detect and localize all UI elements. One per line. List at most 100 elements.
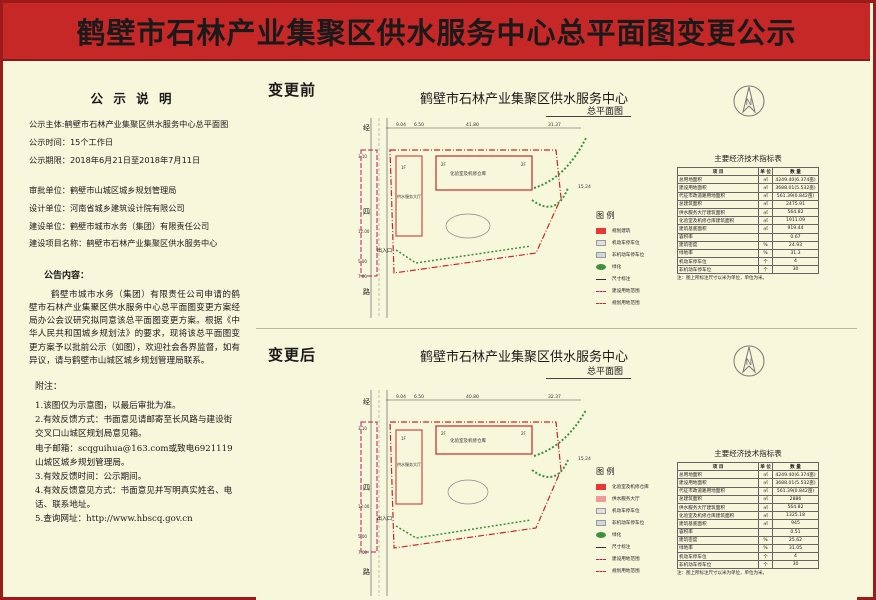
legend-label: 规划用地范围 [612, 301, 640, 306]
table-cell: 1325.18 [772, 511, 819, 521]
notice-period: 公示期限：2018年6月21日至2018年7月11日 [29, 154, 201, 165]
table-cell: 供水服务大厅建筑面积 [676, 207, 760, 218]
table-cell: 项 目 [676, 461, 760, 472]
building-name: 化验室及机修仓库 [450, 437, 486, 444]
table-cell: 数 量 [772, 461, 819, 472]
table-cell: ㎡ [758, 494, 773, 504]
plan-subtitle: 总平面图 [587, 367, 624, 377]
legend-swatch [596, 252, 606, 258]
plan-legend: 图 例 化验室及机修仓库 供水服务大厅 机动车停车位 非机动车停车位 绿化 尺寸… [596, 466, 649, 577]
legend-swatch [596, 264, 606, 270]
notice-construction-unit: 建设单位：鹤壁市城市水务（集团）有限责任公司 [29, 220, 210, 231]
footnote-item: 电子邮箱：scqguihua@163.com或致电6921119山城区城乡规划管… [35, 443, 233, 468]
legend-item: 规划用地范围 [596, 565, 649, 577]
lab-warehouse-building [435, 155, 533, 191]
road-label: 四 [363, 484, 370, 492]
table-cell: 564.82 [772, 502, 819, 513]
legend-swatch [596, 302, 606, 304]
table-cell: 919.44 [772, 224, 819, 234]
plan-label: 变更后 [268, 346, 317, 364]
legend-item: 绿化 [596, 261, 644, 273]
table-cell: 25.62 [772, 535, 819, 545]
planning-boundary [389, 421, 562, 549]
table-cell: 1911.09 [772, 216, 819, 226]
table-cell: 供水服务大厅建筑面积 [676, 502, 760, 513]
legend-item: 尺寸标注 [596, 541, 649, 553]
table-row: 绿地率%31.05 [676, 543, 819, 554]
table-cell: 3688.01(5.532亩) [772, 478, 819, 488]
road-land-boundary [360, 421, 378, 553]
dimension-label: 6.50 [414, 394, 424, 400]
plan-panel-after: 变更后 鹤壁市石林产业集聚区供水服务中心 总平面图 N 1F 2F 2F 化验室… [256, 338, 857, 600]
table-cell: 30 [772, 265, 819, 275]
table-cell: 建筑密度 [676, 535, 760, 545]
legend-swatch [596, 570, 606, 572]
table-cell: 31.3 [772, 248, 819, 259]
legend-item: 非机动车停车位 [596, 249, 644, 261]
table-cell: ㎡ [758, 478, 773, 488]
table-cell: 24.93 [772, 240, 819, 250]
plan-panel-before: 变更前 鹤壁市石林产业集聚区供水服务中心 总平面图 N 1F 2F 2F 化验室… [256, 76, 857, 323]
plan-subtitle: 总平面图 [587, 107, 624, 117]
svg-text:N: N [746, 358, 753, 368]
table-cell: 代征市政道路用地面积 [676, 486, 760, 496]
footnote-item: 2.有效反馈方式：书面意见请邮寄至长风路与建设街交叉口山城区规划局意见箱。 [35, 415, 233, 440]
legend-swatch [596, 290, 606, 292]
table-cell: 总用地面积 [676, 470, 760, 480]
building-name: 供水服务大厅 [397, 461, 421, 467]
floor-label: 1F [401, 436, 407, 441]
legend-label: 绿化 [612, 265, 622, 270]
site-plan: 1F 2F 2F 化验室及机修仓库 供水服务大厅 经 四 路 出入口 9.04 … [358, 390, 591, 596]
notice-design-unit: 设计单位：河南省城乡建筑设计院有限公司 [29, 202, 185, 213]
dimension-label: 9.04 [396, 122, 406, 128]
legend-swatch [596, 484, 606, 490]
road-label: 四 [363, 208, 370, 216]
dimension-label: 7.00 [358, 550, 367, 555]
table-cell: 数 量 [772, 166, 819, 177]
greenery [531, 409, 587, 479]
table-cell: 个 [758, 265, 773, 275]
table-cell: 4 [772, 552, 819, 562]
footnote-title: 附注： [35, 382, 63, 393]
table-header-row: 项 目单 位数 量 [676, 461, 819, 472]
dimension-label: 31.37 [548, 122, 561, 128]
table-cell: % [758, 535, 773, 545]
table-cell: ㎡ [758, 224, 773, 234]
entrance-label: 出入口 [377, 247, 392, 254]
service-hall-building [395, 429, 423, 505]
table-cell: 个 [758, 560, 773, 570]
table-cell: 建筑基底面积 [676, 519, 760, 529]
page-header: 鹤壁市石林产业集聚区供水服务中心总平面图变更公示 [3, 3, 870, 61]
floor-label: 2F [521, 431, 527, 436]
legend-item: 非机动车停车位 [596, 517, 649, 529]
table-cell: 总建筑面积 [676, 494, 760, 504]
notice-approval-unit: 审批单位：鹤壁市山城区城乡规划管理局 [29, 185, 177, 196]
road-label: 经 [363, 397, 370, 406]
floor-label: 2F [441, 162, 447, 167]
table-cell: 容积率 [676, 527, 760, 537]
table-cell: ㎡ [758, 511, 773, 521]
site-plan: 1F 2F 2F 化验室及机修仓库 供水服务大厅 经 四 路 出入口 9.04 … [358, 118, 591, 318]
dimension-label: 32.37 [548, 394, 561, 400]
table-cell: 0.67 [772, 232, 819, 242]
legend-swatch [596, 228, 606, 234]
legend-label: 机动车停车位 [612, 241, 640, 246]
notice-meta: 公示主体:鹤壁市石林产业集聚区供水服务中心总平面图 公示时间：15个工作日 公示… [18, 119, 247, 249]
greenery [531, 137, 587, 208]
greenery [395, 245, 532, 264]
dimension-label: 7.00 [358, 274, 367, 279]
road-label: 路 [363, 567, 370, 576]
notice-panel: 公 示 说 明 公示主体:鹤壁市石林产业集聚区供水服务中心总平面图 公示时间：1… [18, 76, 247, 588]
notice-project: 建设项目名称：鹤壁市石林产业集聚区供水服务中心 [29, 238, 218, 249]
table-cell: 总建筑面积 [676, 199, 760, 209]
dimension-label: 5.00 [358, 259, 367, 264]
